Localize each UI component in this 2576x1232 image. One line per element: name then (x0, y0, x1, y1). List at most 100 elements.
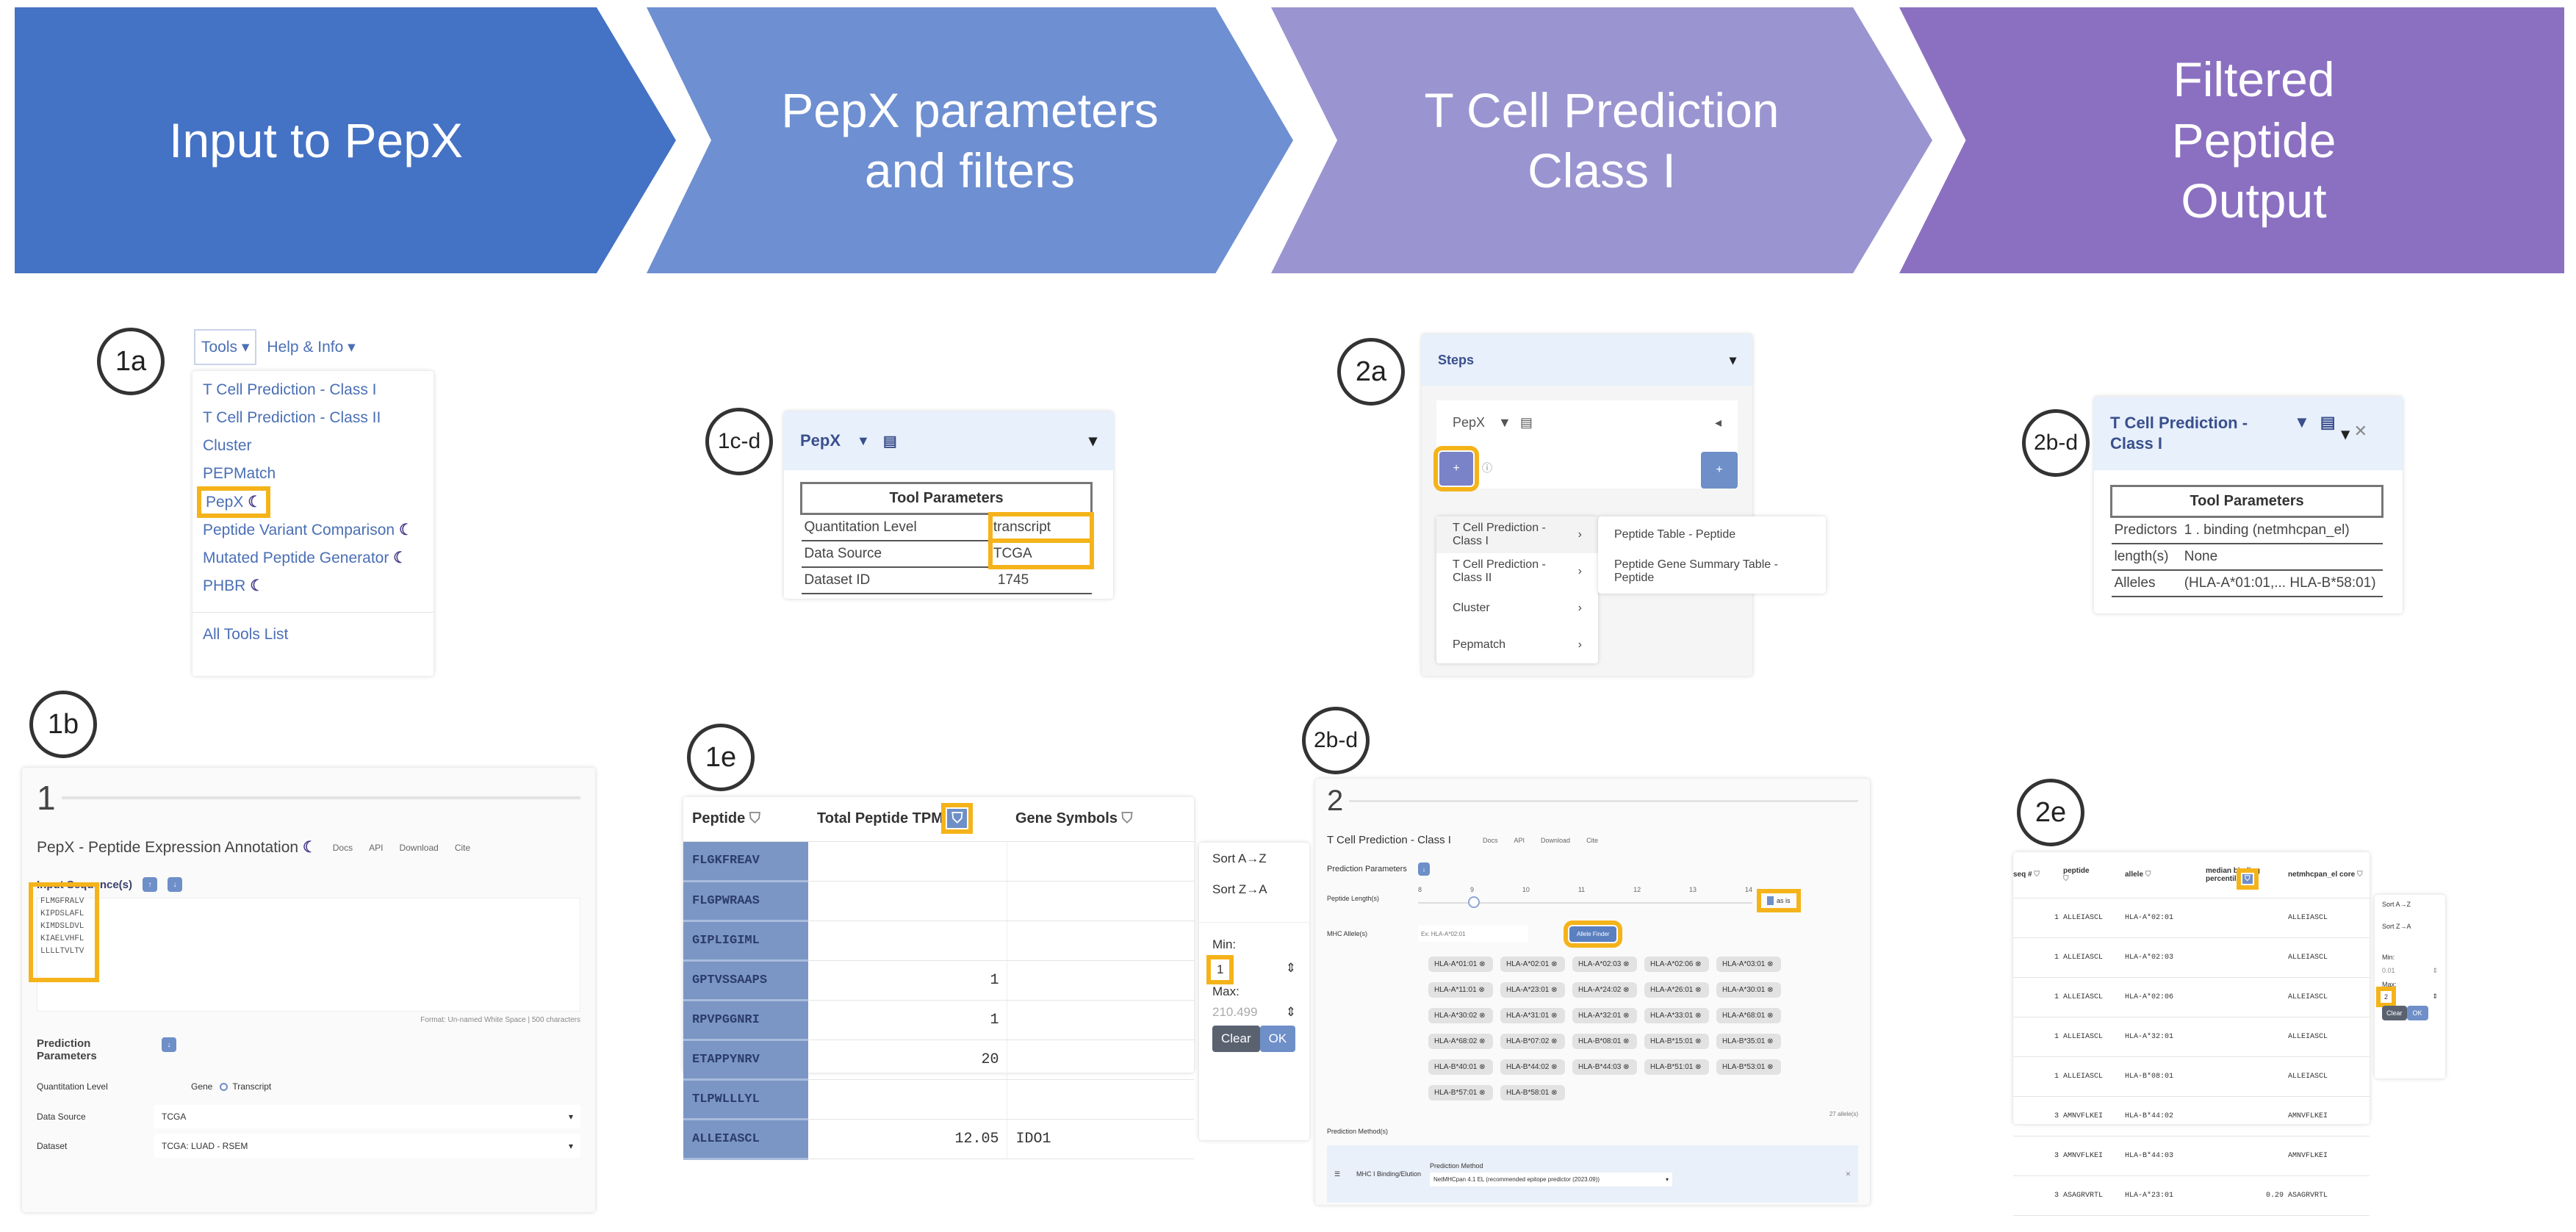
allele-chip[interactable]: HLA-B*44:03 ⊗ (1572, 1059, 1637, 1075)
allele-chip[interactable]: HLA-A*02:01 ⊗ (1500, 957, 1565, 972)
params-toggle-button[interactable]: ↓ (162, 1037, 176, 1052)
remove-chip-icon[interactable]: ⊗ (1479, 960, 1486, 968)
remove-chip-icon[interactable]: ⊗ (1623, 1037, 1630, 1045)
col-header-seq[interactable]: seq # ⛉ (2013, 852, 2063, 898)
min-input[interactable]: 0.01⇕ (2382, 967, 2438, 974)
cell-peptide[interactable]: TLPWLLLYL (683, 1079, 808, 1120)
table-row[interactable]: 3 AMNVFLKEI HLA-B*44:02 AMNVFLKEI (2013, 1096, 2370, 1136)
tools-menu-button[interactable]: Tools ▾ (194, 329, 257, 365)
remove-chip-icon[interactable]: ⊗ (1695, 1037, 1702, 1045)
remove-chip-icon[interactable]: ⊗ (1623, 1063, 1630, 1071)
cell-peptide[interactable]: ETAPPYNRV (683, 1040, 808, 1081)
remove-chip-icon[interactable]: ⊗ (1479, 1089, 1486, 1097)
filter-icon-active[interactable]: ⛉ (2237, 868, 2259, 890)
table-row[interactable]: GIPLIGIML (683, 921, 1194, 962)
allele-chip[interactable]: HLA-B*40:01 ⊗ (1428, 1059, 1493, 1075)
params-toggle-button[interactable]: ↓ (1418, 862, 1430, 876)
filter-icon[interactable]: ⛉ (2145, 871, 2151, 879)
allele-chip[interactable]: HLA-A*68:02 ⊗ (1428, 1034, 1493, 1049)
mhc-allele-input[interactable] (1418, 926, 1528, 942)
remove-chip-icon[interactable]: ⊗ (1551, 986, 1558, 994)
remove-chip-icon[interactable]: ⊗ (1479, 1012, 1486, 1020)
allele-chip[interactable]: HLA-A*68:01 ⊗ (1716, 1008, 1781, 1023)
table-row[interactable]: TLPWLLLYL (683, 1079, 1194, 1120)
close-icon[interactable]: ✕ (2353, 422, 2368, 440)
table-row[interactable]: 1 ALLEIASCL HLA-B*08:01 ALLEIASCL (2013, 1056, 2370, 1097)
collapse-icon[interactable]: ▾ (2341, 425, 2350, 443)
ok-button[interactable]: OK (1259, 1026, 1296, 1052)
cell-peptide[interactable]: GIPLIGIML (683, 921, 808, 962)
allele-chip[interactable]: HLA-B*58:01 ⊗ (1500, 1085, 1565, 1100)
step-pepx[interactable]: PepX (1453, 414, 1486, 430)
remove-chip-icon[interactable]: ⊗ (1767, 986, 1774, 994)
cell-peptide[interactable]: ALLEIASCL (683, 1119, 808, 1160)
remove-chip-icon[interactable]: ⊗ (1623, 960, 1630, 968)
allele-chip[interactable]: HLA-A*33:01 ⊗ (1644, 1008, 1709, 1023)
remove-chip-icon[interactable]: ⊗ (1623, 986, 1630, 994)
table-row[interactable]: 1 ALLEIASCL HLA-A*02:03 ALLEIASCL (2013, 937, 2370, 978)
col-header-tpm[interactable]: Total Peptide TPM ⛉ (808, 797, 1007, 842)
menu-item-tcell-class-ii[interactable]: T Cell Prediction - Class II› (1453, 558, 1582, 584)
menu-item-phbr[interactable]: PHBR ☾ (203, 577, 265, 594)
remove-chip-icon[interactable]: ⊗ (1767, 1012, 1774, 1020)
table-row[interactable]: 3 ASAGRVRTL HLA-A*23:01 0.29 ASAGRVRTL (2013, 1175, 2370, 1216)
stepper-icon[interactable]: ⇕ (2432, 993, 2438, 1000)
menu-item-all-tools[interactable]: All Tools List (203, 626, 289, 643)
max-input[interactable]: 210.499⇕ (1212, 1005, 1296, 1019)
table-row[interactable]: FLGKFREAV (683, 841, 1194, 882)
add-step-button-right[interactable]: + (1701, 452, 1738, 489)
stepper-icon[interactable]: ⇕ (2432, 967, 2438, 974)
allele-chip[interactable]: HLA-B*15:01 ⊗ (1644, 1034, 1709, 1049)
clear-button[interactable]: Clear (2382, 1006, 2407, 1020)
table-row[interactable]: FLGPWRAAS (683, 881, 1194, 922)
allele-chip[interactable]: HLA-B*35:01 ⊗ (1716, 1034, 1781, 1049)
tcell-step-header[interactable]: T Cell Prediction - Class I ▼ ▤ ▾ ✕ (2094, 397, 2403, 470)
allele-finder-button[interactable]: Allele Finder (1563, 920, 1623, 948)
allele-chip[interactable]: HLA-A*24:02 ⊗ (1572, 982, 1637, 998)
allele-chip[interactable]: HLA-A*26:01 ⊗ (1644, 982, 1709, 998)
radio-transcript-icon[interactable] (220, 1082, 229, 1091)
sort-desc[interactable]: Sort Z→A (2382, 923, 2411, 930)
sort-asc[interactable]: Sort A→Z (2382, 901, 2411, 908)
filter-icon[interactable]: ⛉ (749, 810, 760, 827)
submenu-peptide-table[interactable]: Peptide Table - Peptide (1614, 528, 1736, 541)
cite-link[interactable]: Cite (454, 842, 471, 853)
stepper-icon[interactable]: ⇕ (1285, 961, 1296, 975)
max-input[interactable]: 2⇕ (2375, 987, 2438, 1007)
remove-chip-icon[interactable]: ⊗ (1767, 960, 1774, 968)
filter-icon[interactable]: ▼ (857, 433, 870, 448)
sort-desc[interactable]: Sort Z→A (1212, 882, 1267, 896)
cell-peptide[interactable]: RPVPGGNRI (683, 1000, 808, 1041)
remove-chip-icon[interactable]: ⊗ (1767, 1063, 1774, 1071)
upload-button[interactable]: ↑ (143, 877, 157, 892)
allele-chip[interactable]: HLA-B*51:01 ⊗ (1644, 1059, 1709, 1075)
table-row[interactable]: ALLEIASCL 12.05 IDO1 (683, 1119, 1194, 1160)
submenu-peptide-gene-summary[interactable]: Peptide Gene Summary Table - Peptide (1614, 558, 1778, 584)
allele-chip[interactable]: HLA-B*44:02 ⊗ (1500, 1059, 1565, 1075)
api-link[interactable]: API (1514, 836, 1525, 844)
remove-chip-icon[interactable]: ⊗ (1695, 986, 1702, 994)
api-link[interactable]: API (369, 842, 384, 853)
allele-chip[interactable]: HLA-A*32:01 ⊗ (1572, 1008, 1637, 1023)
slider-thumb[interactable] (1467, 896, 1480, 908)
docs-link[interactable]: Docs (332, 842, 353, 853)
remove-chip-icon[interactable]: ⊗ (1479, 1037, 1486, 1045)
stepper-icon[interactable]: ⇕ (1285, 1005, 1296, 1019)
table-row[interactable]: 1 ALLEIASCL HLA-A*02:01 ALLEIASCL (2013, 898, 2370, 938)
table-row[interactable]: 1 ALLEIASCL HLA-A*02:06 ALLEIASCL (2013, 977, 2370, 1017)
filter-icon[interactable]: ⛉ (2034, 871, 2040, 879)
table-row[interactable]: RPVPGGNRI 1 (683, 1000, 1194, 1041)
remove-method-icon[interactable]: ✕ (1845, 1170, 1851, 1178)
clear-button[interactable]: Clear (1212, 1026, 1260, 1052)
col-header-gene[interactable]: Gene Symbols ⛉ (1007, 797, 1194, 842)
table-row[interactable]: ETAPPYNRV 20 (683, 1040, 1194, 1081)
filter-icon[interactable]: ▼ (1498, 414, 1511, 430)
allele-chip[interactable]: HLA-B*07:02 ⊗ (1500, 1034, 1565, 1049)
remove-chip-icon[interactable]: ⊗ (1478, 986, 1485, 994)
allele-chip[interactable]: HLA-A*03:01 ⊗ (1716, 957, 1781, 972)
add-step-button[interactable]: + (1433, 446, 1479, 491)
allele-chip[interactable]: HLA-A*02:06 ⊗ (1644, 957, 1709, 972)
table-icon[interactable]: ▤ (1519, 414, 1533, 430)
allele-chip[interactable]: HLA-A*30:01 ⊗ (1716, 982, 1781, 998)
